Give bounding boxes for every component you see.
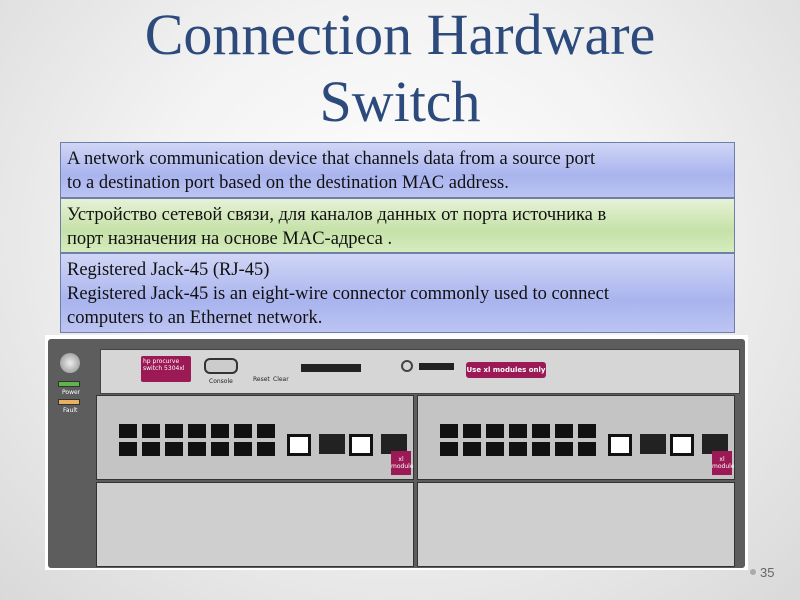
clear-button: Clear — [273, 376, 289, 383]
empty-bay-d — [417, 482, 735, 567]
text-line: порт назначения на основе MAC-адреса . — [67, 229, 393, 249]
ethernet-port — [532, 424, 550, 438]
hp-logo-icon — [60, 353, 80, 373]
ethernet-port — [555, 424, 573, 438]
bullet-icon — [750, 569, 756, 575]
ethernet-port — [463, 424, 481, 438]
switch-chassis: Power Fault hp procurve switch 5304xl Co… — [48, 339, 745, 568]
sfp-slot — [640, 434, 666, 454]
reset-button: Reset — [253, 376, 270, 383]
rj45-port — [349, 434, 373, 456]
management-panel: hp procurve switch 5304xl Console Reset … — [100, 349, 740, 394]
sfp-slot — [381, 434, 407, 454]
ethernet-port — [257, 442, 275, 456]
fault-led — [58, 399, 80, 405]
rj45-port — [287, 434, 311, 456]
rj45-port — [670, 434, 694, 456]
ethernet-port — [440, 424, 458, 438]
ethernet-port — [578, 424, 596, 438]
switch-image: Power Fault hp procurve switch 5304xl Co… — [45, 335, 748, 570]
sfp-slot — [702, 434, 728, 454]
ethernet-port — [188, 442, 206, 456]
text-line: computers to an Ethernet network. — [67, 308, 323, 328]
text-line: Устройство сетевой связи, для каналов да… — [67, 205, 607, 225]
ethernet-port — [188, 424, 206, 438]
ethernet-port — [486, 424, 504, 438]
ethernet-port — [119, 424, 137, 438]
power-label: Power — [62, 389, 81, 396]
rj45-port — [608, 434, 632, 456]
led-mode-select — [401, 360, 413, 372]
ethernet-port — [578, 442, 596, 456]
definition-box-english: A network communication device that chan… — [60, 142, 735, 198]
ethernet-port — [257, 424, 275, 438]
ethernet-port — [142, 442, 160, 456]
text-line: Registered Jack-45 is an eight-wire conn… — [67, 284, 609, 304]
text-line: Registered Jack-45 (RJ-45) — [67, 260, 270, 280]
ethernet-port — [119, 442, 137, 456]
xl-module-badge: xl module — [391, 451, 414, 475]
xl-modules-label: Use xl modules only — [466, 362, 546, 378]
ethernet-port — [440, 442, 458, 456]
ethernet-port — [142, 424, 160, 438]
led-mode-labels — [419, 363, 454, 370]
ethernet-port — [211, 442, 229, 456]
text-line: A network communication device that chan… — [67, 149, 596, 169]
ethernet-port — [211, 424, 229, 438]
definition-box-russian: Устройство сетевой связи, для каналов да… — [60, 198, 735, 253]
sfp-slot — [319, 434, 345, 454]
ethernet-port — [555, 442, 573, 456]
rj45-box: Registered Jack-45 (RJ-45) Registered Ja… — [60, 253, 735, 333]
slide-title-line2: Switch — [319, 69, 481, 134]
fault-label: Fault — [63, 407, 78, 414]
empty-bay-c — [96, 482, 414, 567]
console-label: Console — [209, 378, 233, 385]
page-number: 35 — [760, 565, 775, 580]
brand-label: hp procurve switch 5304xl — [141, 356, 191, 382]
ethernet-port — [509, 442, 527, 456]
module-bay-b: xl module — [417, 395, 735, 480]
slide-title-line1: Connection Hardware — [144, 2, 656, 67]
ethernet-port — [165, 424, 183, 438]
ethernet-port — [234, 442, 252, 456]
ethernet-port — [509, 424, 527, 438]
power-led — [58, 381, 80, 387]
ethernet-port — [532, 442, 550, 456]
status-leds — [301, 364, 361, 372]
module-bay-a: xl module — [96, 395, 414, 480]
text-line: to a destination port based on the desti… — [67, 173, 509, 193]
console-port — [204, 358, 238, 374]
ethernet-port — [234, 424, 252, 438]
ethernet-port — [165, 442, 183, 456]
xl-module-badge: xl module — [712, 451, 735, 475]
ethernet-port — [463, 442, 481, 456]
ethernet-port — [486, 442, 504, 456]
